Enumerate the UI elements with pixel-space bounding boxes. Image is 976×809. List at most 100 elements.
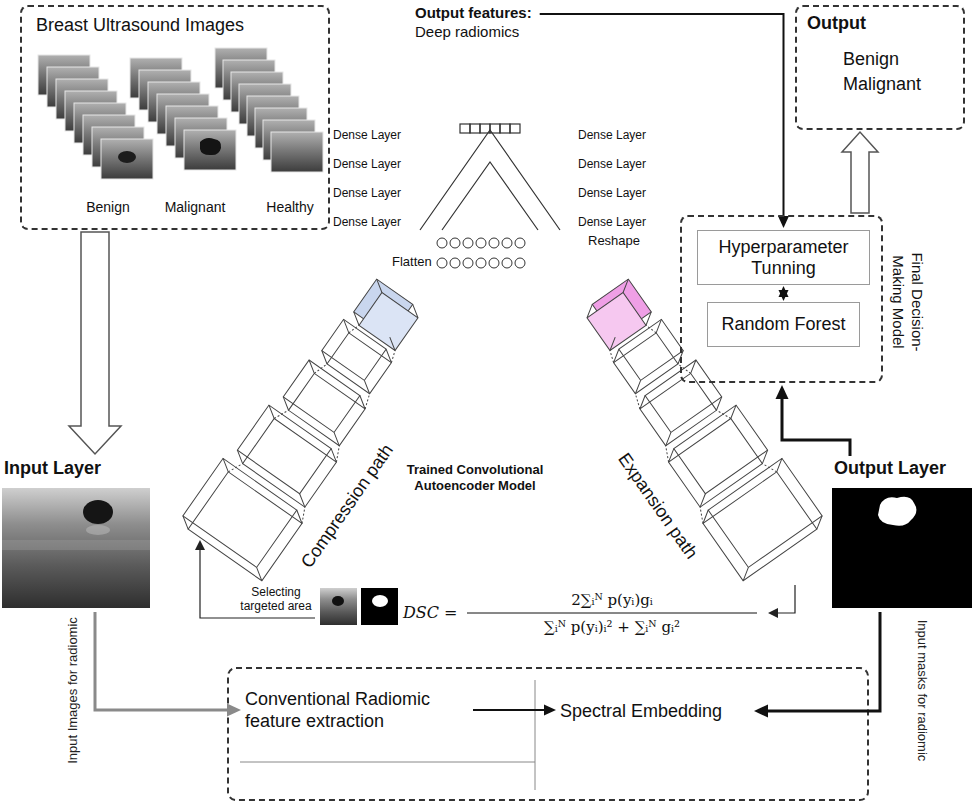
process-box: Random Forest <box>707 302 860 347</box>
block-face <box>640 373 717 445</box>
node-text: Spectral Embedding <box>560 700 750 722</box>
block-edge <box>664 405 772 507</box>
feedback-line <box>777 585 795 613</box>
ultrasound-thumb <box>184 130 236 170</box>
arrow-head <box>778 216 789 228</box>
node-text: Deep radiomics <box>415 22 532 41</box>
unit <box>489 238 499 248</box>
layer-label: Dense Layer <box>578 186 646 200</box>
lesion <box>332 596 344 606</box>
ultrasound-thumb <box>271 132 323 172</box>
process-box: Spectral Embedding <box>560 700 750 722</box>
connector <box>776 385 851 456</box>
unit <box>463 258 473 268</box>
radiomic-panel <box>228 668 868 800</box>
input-image-node: Input Layer <box>2 458 152 610</box>
decision-model-panel: Final Decision-Making ModelHyperparamete… <box>680 215 883 383</box>
node-text: Conventional Radiomic feature extraction <box>245 688 470 732</box>
node-text: Breast Ultrasound Images <box>36 15 244 36</box>
lesion <box>118 151 136 163</box>
node-text: Output <box>807 13 866 34</box>
layer-label: Dense Layer <box>333 128 401 142</box>
latent-block <box>359 293 418 351</box>
mask-blob <box>878 497 916 526</box>
acoustic-shadow <box>86 525 110 535</box>
node-text: Final Decision-Making Model <box>889 237 927 367</box>
input-ultrasound-image <box>2 488 150 608</box>
unit <box>463 238 473 248</box>
unit <box>476 258 486 268</box>
unit <box>450 238 460 248</box>
path-label: Compression path <box>292 434 402 578</box>
block-edge <box>279 360 370 446</box>
chevron-line <box>420 130 560 230</box>
formula-part: ∑ᵢᴺ p(yᵢ)ᵢ² + ∑ᵢᴺ gᵢ² <box>462 616 762 638</box>
output-panel: OutputBenignMalignant <box>795 5 965 130</box>
unit <box>515 258 525 268</box>
flow-arrow <box>95 612 230 710</box>
fraction-bar <box>467 613 757 614</box>
dense-unit <box>460 124 470 133</box>
lesion <box>83 500 113 524</box>
layer-label: Dense Layer <box>578 215 646 229</box>
connector <box>842 132 878 213</box>
target-mask-thumb <box>361 588 398 625</box>
node-text: Random Forest <box>721 314 845 335</box>
connector <box>540 14 789 228</box>
layer-label: Reshape <box>588 233 640 248</box>
layer-label: Dense Layer <box>578 128 646 142</box>
separator <box>535 680 536 790</box>
flow-arrow <box>540 14 784 218</box>
arrow-head <box>768 608 778 618</box>
lesion <box>200 138 221 155</box>
layer-label: Dense Layer <box>333 157 401 171</box>
unit <box>437 258 447 268</box>
dense-unit <box>470 124 480 133</box>
block-face <box>614 333 678 394</box>
edge-label: Input Images for radiomic <box>64 605 81 775</box>
block-face <box>674 405 768 494</box>
dataset-panel: Breast Ultrasound ImagesBenignMalignantH… <box>20 5 330 230</box>
node-text: Hyperparameter Tunning <box>702 237 865 279</box>
hollow-arrow <box>842 132 878 213</box>
block-face <box>283 360 360 432</box>
connector <box>95 612 241 717</box>
block-face <box>237 405 331 494</box>
separator <box>240 762 535 763</box>
layer-label: Dense Layer <box>333 215 401 229</box>
flow-arrow <box>473 709 546 711</box>
connector <box>473 705 556 716</box>
formula-part: DSC = <box>403 602 458 624</box>
node-text: Output Layer <box>834 458 946 479</box>
flow-arrow <box>765 612 880 711</box>
block-link <box>228 312 414 523</box>
unit <box>476 238 486 248</box>
output-mask-node: Output Layer <box>830 458 972 610</box>
block-face <box>289 373 366 445</box>
ultrasound-thumb <box>101 139 153 179</box>
block-face <box>669 419 763 508</box>
layer-label: Dense Layer <box>333 186 401 200</box>
connector <box>779 286 789 301</box>
block-edge <box>178 458 306 580</box>
hollow-arrow <box>69 232 121 454</box>
dense-unit <box>490 124 500 133</box>
node-text: Malignant <box>150 199 240 215</box>
block-face <box>645 360 722 432</box>
unit <box>502 238 512 248</box>
block-edge <box>698 458 826 580</box>
block-edge <box>349 279 422 350</box>
connector <box>69 232 121 454</box>
output-mask-image <box>832 488 972 608</box>
formula-part: 2∑ᵢᴺ p(yᵢ)gᵢ <box>462 589 762 611</box>
node-text: Input Layer <box>4 458 101 479</box>
flow-arrow <box>782 396 850 456</box>
node-text: Benign <box>73 199 143 215</box>
unit <box>489 258 499 268</box>
process-box: Hyperparameter Tunning <box>697 230 870 285</box>
flatten-units <box>437 238 525 268</box>
node-text: Output features: <box>415 3 532 22</box>
target-thumb <box>320 588 357 625</box>
tissue-band <box>2 540 150 550</box>
ultrasound-stack <box>38 48 323 179</box>
